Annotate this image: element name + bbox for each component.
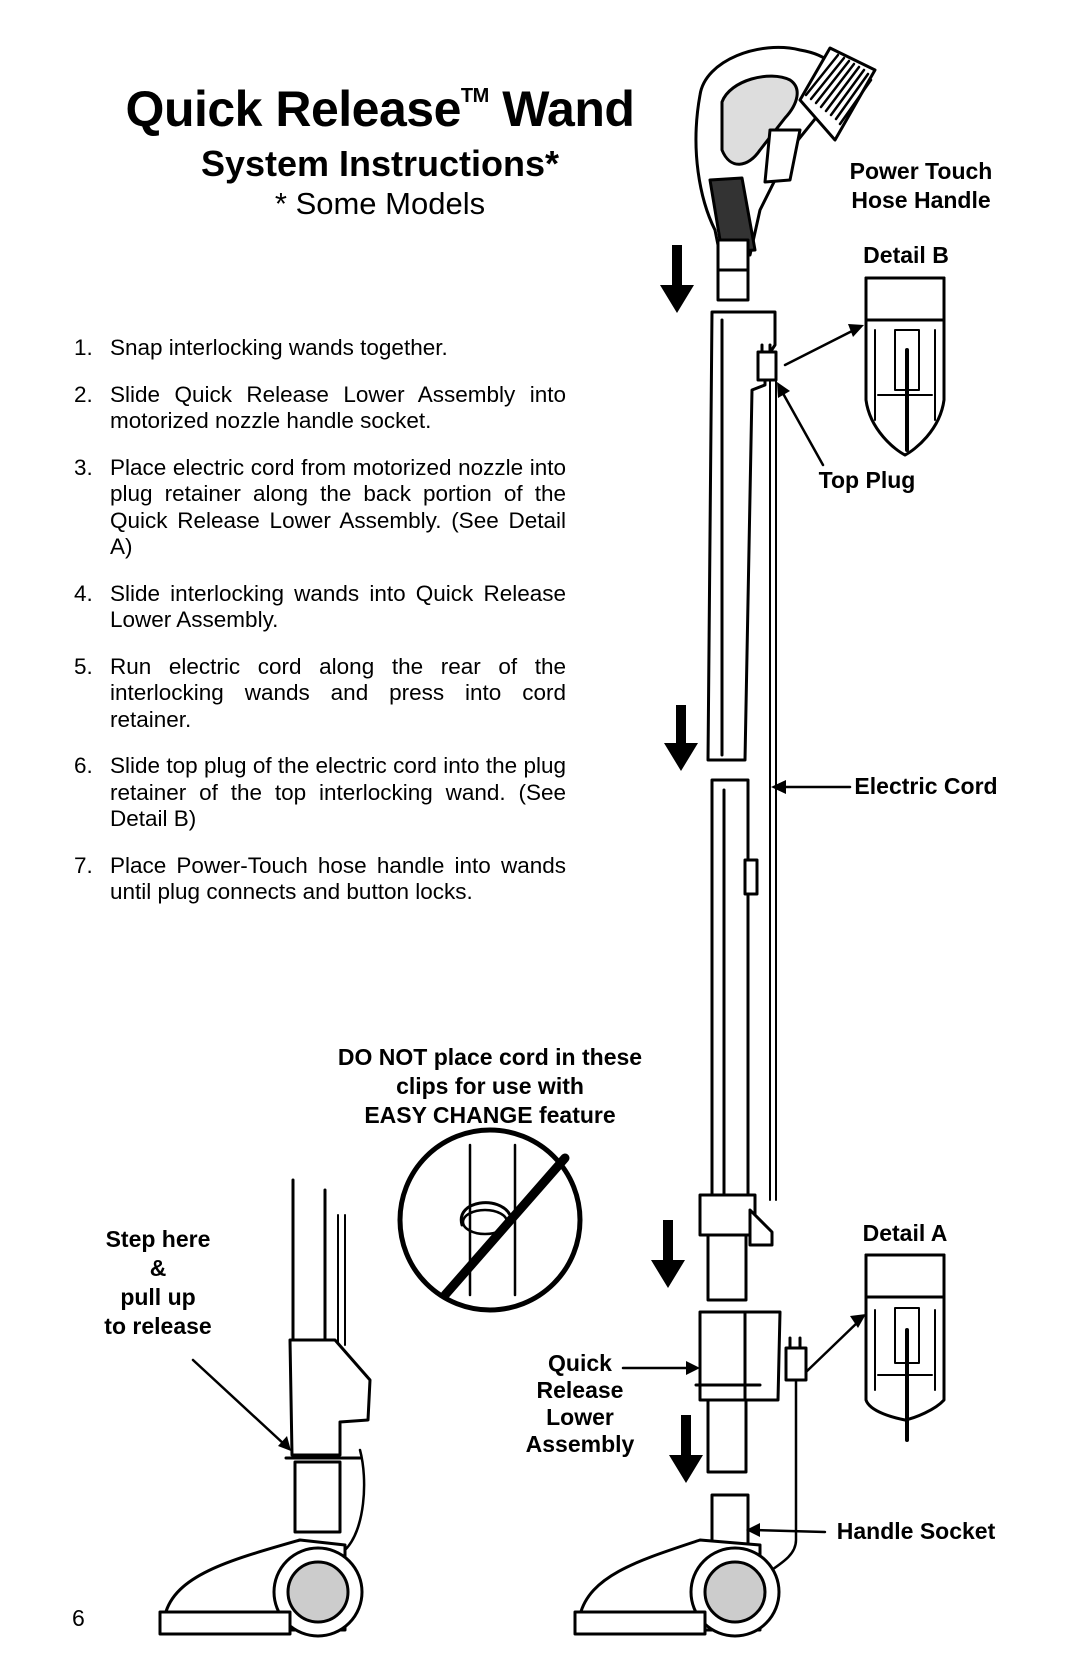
instruction-step: 7. Place Power-Touch hose handle into wan…	[68, 853, 566, 906]
detail-a-drawing	[864, 1253, 946, 1442]
quick-release-line2: Release	[536, 1377, 624, 1403]
callout-lines	[191, 326, 862, 1534]
models-note: * Some Models	[274, 186, 486, 221]
quick-release-label: Quick Release Lower Assembly	[510, 1350, 650, 1458]
step-here-line3: pull up	[120, 1284, 196, 1310]
title-main: Quick Release	[125, 81, 462, 137]
warning-label: DO NOT place cord in these clips for use…	[310, 1043, 670, 1130]
page-subtitle: System Instructions*	[200, 143, 560, 184]
instruction-step: 6. Slide top plug of the electric cord in…	[68, 753, 566, 833]
hose-handle-label-line2: Hose Handle	[851, 187, 991, 213]
step-number: 7.	[74, 852, 93, 878]
instruction-step: 2. Slide Quick Release Lower Assembly int…	[68, 382, 566, 435]
step-text: Run electric cord along the rear of the …	[110, 653, 566, 732]
left-nozzle-drawing	[158, 1178, 372, 1638]
lower-wand-drawing	[698, 778, 774, 1302]
quick-release-line1: Quick	[548, 1350, 612, 1376]
page-title: Quick ReleaseTM Wand	[0, 80, 760, 138]
down-arrows	[651, 245, 703, 1483]
step-text: Snap interlocking wands together.	[110, 335, 448, 360]
step-text: Place Power-Touch hose handle into wands…	[110, 852, 566, 905]
callout-arrowheads	[278, 324, 866, 1537]
warning-line1: DO NOT place cord in these	[337, 1044, 643, 1070]
step-number: 6.	[74, 753, 93, 778]
step-here-line4: to release	[104, 1313, 212, 1339]
step-here-line1: Step here	[105, 1226, 211, 1252]
instruction-step: 3. Place electric cord from motorized noz…	[68, 455, 566, 561]
hose-handle-label-line1: Power Touch	[849, 158, 993, 184]
instruction-list: 1. Snap interlocking wands together. 2. Sl…	[68, 335, 566, 926]
title-suffix: Wand	[502, 81, 635, 137]
warning-line2: clips for use with	[396, 1073, 584, 1099]
step-number: 5.	[74, 653, 93, 679]
instruction-step: 5. Run electric cord along the rear of th…	[68, 654, 566, 734]
trademark-mark: TM	[460, 85, 489, 107]
right-nozzle-drawing	[573, 1493, 781, 1638]
step-here-label: Step here & pull up to release	[88, 1225, 228, 1341]
step-number: 3.	[74, 454, 93, 480]
top-plug-label: Top Plug	[818, 467, 916, 493]
detail-b-drawing	[864, 276, 946, 457]
step-number: 2.	[74, 381, 93, 407]
step-text: Place electric cord from motorized nozzl…	[110, 454, 566, 560]
detail-a-label: Detail A	[862, 1220, 948, 1246]
quick-release-line3: Lower	[546, 1404, 614, 1430]
hose-handle-drawing	[694, 45, 877, 302]
upper-wand-drawing	[706, 310, 778, 1201]
page-number: 6	[72, 1605, 85, 1631]
warning-line3: EASY CHANGE feature	[364, 1102, 616, 1128]
step-text: Slide Quick Release Lower Assembly into …	[110, 381, 566, 434]
instruction-step: 1. Snap interlocking wands together.	[68, 335, 566, 362]
handle-socket-label: Handle Socket	[836, 1518, 996, 1544]
step-here-line2: &	[149, 1255, 167, 1281]
step-text: Slide top plug of the electric cord into…	[110, 753, 566, 831]
instruction-step: 4. Slide interlocking wands into Quick Re…	[68, 581, 566, 634]
step-text: Slide interlocking wands into Quick Rele…	[110, 580, 566, 633]
prohibition-sign	[397, 1127, 583, 1313]
quick-release-line4: Assembly	[525, 1431, 635, 1457]
step-number: 4.	[74, 580, 93, 606]
electric-cord-label: Electric Cord	[854, 773, 998, 799]
hose-handle-label: Power Touch Hose Handle	[826, 157, 1016, 215]
step-number: 1.	[74, 335, 93, 360]
detail-b-label: Detail B	[863, 242, 949, 268]
